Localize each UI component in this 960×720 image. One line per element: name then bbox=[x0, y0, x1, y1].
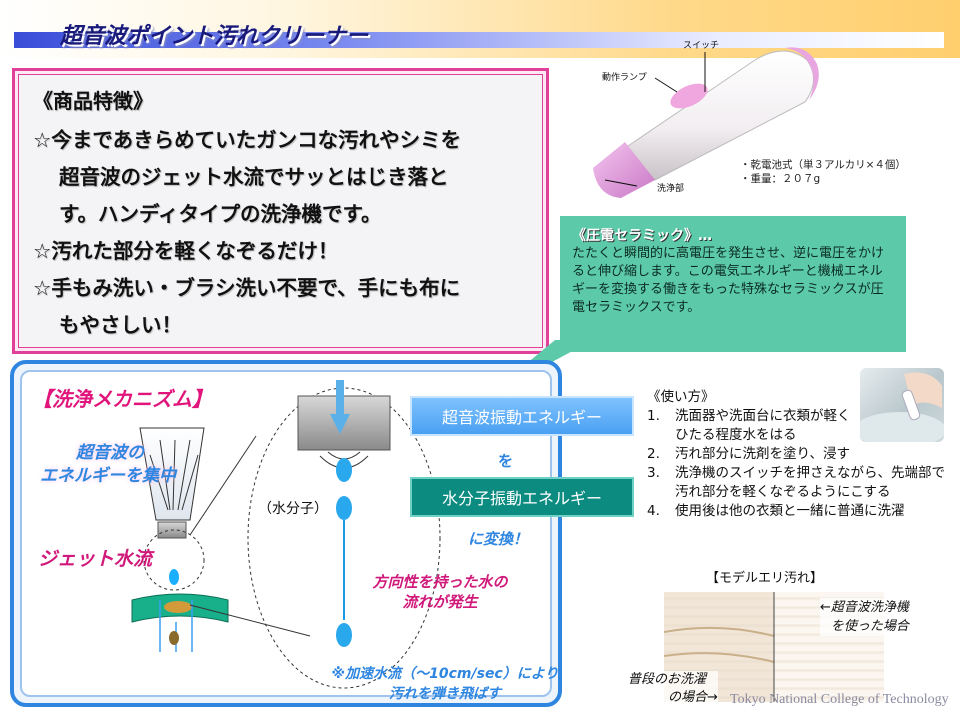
converted-text: に変換！ bbox=[468, 530, 529, 548]
feature-line: ☆汚れた部分を軽くなぞるだけ！ bbox=[33, 239, 339, 263]
usage-item: 4. 使用後は他の衣類と一緒に普通に洗濯 bbox=[647, 502, 952, 521]
direction-text: 方向性を持った水の 流れが発生 bbox=[350, 572, 530, 612]
acceleration-line: ※加速水流（～10cm/sec）により bbox=[331, 666, 559, 682]
collar-caption-right: ←超音波洗浄機 を使った場合 bbox=[820, 598, 909, 636]
cleaner-device-image bbox=[593, 47, 819, 198]
lamp-label: 動作ランプ bbox=[602, 73, 647, 83]
device-specs: ・乾電池式（単３アルカリ×４個） ・重量：２０７g bbox=[740, 158, 906, 186]
usage-text: 使用後は他の衣類と一緒に普通に洗濯 bbox=[675, 503, 905, 519]
caption-line: の場合→ bbox=[668, 690, 718, 705]
usage-text: 洗面器や洗面台に衣類が軽くひたる程度水をはる bbox=[675, 408, 851, 443]
acceleration-text: ※加速水流（～10cm/sec）により 汚れを弾き飛ばす bbox=[300, 664, 590, 704]
collar-caption-left: 普段のお洗濯 の場合→ bbox=[628, 671, 718, 707]
callout-title: 《圧電セラミック》… bbox=[572, 228, 712, 244]
caption-line: ←超音波洗浄機 bbox=[820, 600, 909, 615]
device-illustration: スイッチ 動作ランプ 洗浄部 bbox=[585, 30, 835, 205]
acceleration-line: 汚れを弾き飛ばす bbox=[389, 686, 501, 702]
callout-body: たたくと瞬間的に高電圧を発生させ、逆に電圧をかけると伸び縮します。この電気エネル… bbox=[572, 246, 885, 315]
focus-text-1: 超音波の bbox=[76, 443, 144, 463]
usage-number: 4. bbox=[647, 503, 660, 519]
mechanism-diagram bbox=[131, 380, 441, 689]
spec-item: ・乾電池式（単３アルカリ×４個） bbox=[740, 159, 906, 171]
piezo-callout: 《圧電セラミック》… たたくと瞬間的に高電圧を発生させ、逆に電圧をかけると伸び縮… bbox=[560, 216, 906, 352]
features-heading: 《商品特徴》 bbox=[33, 89, 153, 113]
washing-photo-image bbox=[860, 372, 944, 442]
usage-section: 《使い方》 1. 洗面器や洗面台に衣類が軽くひたる程度水をはる 2. 汚れ部分に… bbox=[647, 388, 952, 521]
page-title: 超音波ポイント汚れクリーナー bbox=[60, 24, 369, 49]
footer-college-name: Tokyo National College of Technology bbox=[730, 692, 949, 707]
title-stripe bbox=[14, 32, 944, 48]
features-inner: 《商品特徴》 ☆今まであきらめていたガンコな汚れやシミを 超音波のジェット水流で… bbox=[18, 74, 543, 348]
title-bar: 超音波ポイント汚れクリーナー bbox=[0, 0, 960, 58]
feature-line: ☆手もみ洗い・ブラシ洗い不要で、手にも布に bbox=[33, 276, 461, 300]
usage-photo bbox=[860, 368, 944, 442]
switch-label: スイッチ bbox=[683, 41, 720, 51]
caption-line: 普段のお洗濯 bbox=[628, 672, 707, 687]
connector-text: を bbox=[498, 452, 514, 470]
feature-line: 超音波のジェット水流でサッとはじき落と bbox=[59, 165, 449, 189]
nozzle-label: 洗浄部 bbox=[657, 184, 685, 194]
direction-line: 流れが発生 bbox=[402, 593, 478, 611]
usage-heading: 《使い方》 bbox=[647, 389, 715, 405]
water-energy-box: 水分子振動エネルギー bbox=[410, 477, 634, 517]
feature-line: ☆今まであきらめていたガンコな汚れやシミを bbox=[33, 128, 462, 152]
usage-number: 1. bbox=[647, 408, 660, 424]
jet-text: ジェット水流 bbox=[38, 548, 153, 570]
feature-line: もやさしい！ bbox=[59, 313, 182, 337]
usage-number: 2. bbox=[647, 446, 660, 462]
feature-line: す。ハンディタイプの洗浄機です。 bbox=[59, 202, 382, 226]
usage-text: 洗浄機のスイッチを押さえながら、先端部で汚れ部分を軽くなぞるようにこする bbox=[675, 465, 945, 500]
spec-item: ・重量：２０７g bbox=[740, 173, 821, 185]
usage-item: 2. 汚れ部分に洗剤を塗り、浸す bbox=[647, 445, 952, 464]
direction-line: 方向性を持った水の bbox=[372, 573, 508, 591]
caption-line: を使った場合 bbox=[830, 619, 909, 634]
mechanism-title: 【洗浄メカニズム】 bbox=[32, 387, 212, 411]
focus-text-2: エネルギーを集中 bbox=[40, 466, 176, 486]
usage-item: 3. 洗浄機のスイッチを押さえながら、先端部で汚れ部分を軽くなぞるようにこする bbox=[647, 464, 952, 502]
usage-text: 汚れ部分に洗剤を塗り、浸す bbox=[675, 446, 850, 462]
usage-item: 1. 洗面器や洗面台に衣類が軽くひたる程度水をはる bbox=[647, 407, 952, 445]
usage-number: 3. bbox=[647, 465, 660, 481]
collar-title: 【モデルエリ汚れ】 bbox=[706, 571, 824, 586]
features-box: 《商品特徴》 ☆今まであきらめていたガンコな汚れやシミを 超音波のジェット水流で… bbox=[12, 68, 549, 354]
water-molecule-label: （水分子） bbox=[258, 501, 328, 517]
ultrasonic-energy-box: 超音波振動エネルギー bbox=[410, 396, 634, 436]
